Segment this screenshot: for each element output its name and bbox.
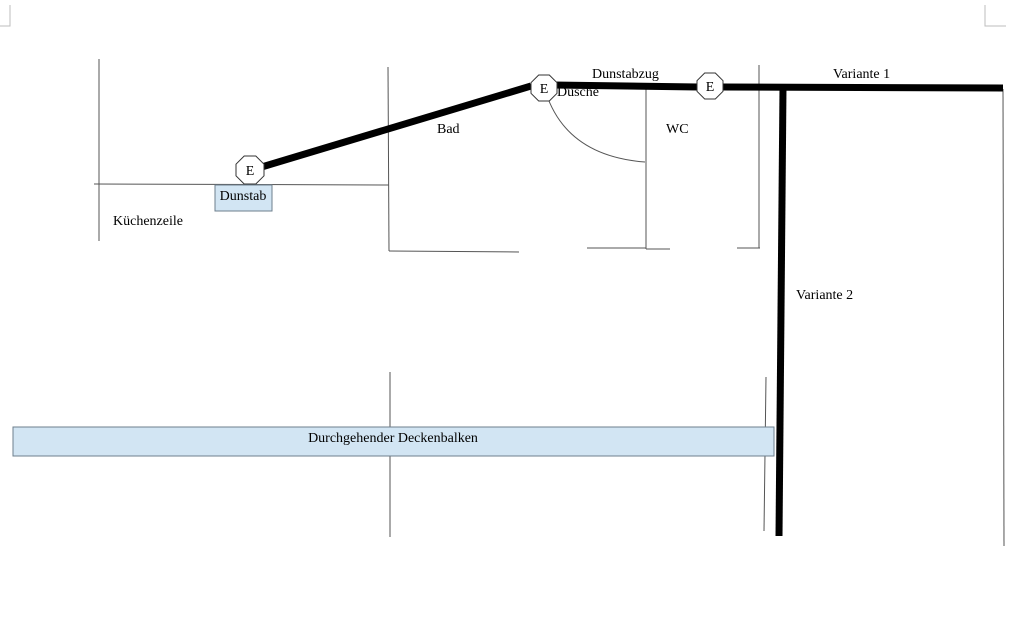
octagon-marker-2-label: E xyxy=(540,82,549,97)
duct-horizontal-variante-1 xyxy=(721,83,1004,92)
label-kuechenzeile: Küchenzeile xyxy=(113,214,183,229)
wall-bad-bottom xyxy=(388,250,520,253)
deckenbalken-box-rect xyxy=(12,426,775,457)
duct-diagonal xyxy=(253,82,533,173)
dunstab-box-label: Dunstab xyxy=(220,189,267,204)
octagon-marker-1-label: E xyxy=(246,164,255,179)
deckenbalken-box: Durchgehender Deckenbalken xyxy=(12,426,775,457)
page-crop-marks xyxy=(0,5,1006,27)
door-swing-arc xyxy=(545,92,646,163)
label-variante-1: Variante 1 xyxy=(833,67,890,82)
duct-lines xyxy=(253,81,1004,537)
deckenbalken-box-label: Durchgehender Deckenbalken xyxy=(308,431,478,446)
dunstab-box: Dunstab xyxy=(214,184,273,212)
octagon-icon: E xyxy=(530,74,558,102)
octagon-marker-3-label: E xyxy=(706,80,715,95)
wall-lines xyxy=(93,59,1005,547)
octagon-icon: E xyxy=(235,155,265,185)
crop-mark-top-right xyxy=(984,5,1006,27)
crop-mark-top-left xyxy=(0,5,11,27)
octagon-marker-3-shape xyxy=(696,72,724,100)
octagon-icon: E xyxy=(696,72,724,100)
dunstab-box-rect xyxy=(214,184,273,212)
wall-bad-left xyxy=(387,66,390,252)
duct-horizontal-dunstabzug xyxy=(552,81,699,91)
label-variante-2: Variante 2 xyxy=(796,288,853,303)
label-wc: WC xyxy=(666,122,689,137)
octagon-marker-2-shape xyxy=(530,74,558,102)
octagon-marker-1-shape xyxy=(235,155,265,185)
wall-far-right xyxy=(1002,88,1005,547)
label-dusche: Dusche xyxy=(557,85,599,100)
label-dunstabzug: Dunstabzug xyxy=(592,67,659,82)
duct-vertical-variante-2 xyxy=(775,86,787,537)
label-bad: Bad xyxy=(437,122,460,137)
